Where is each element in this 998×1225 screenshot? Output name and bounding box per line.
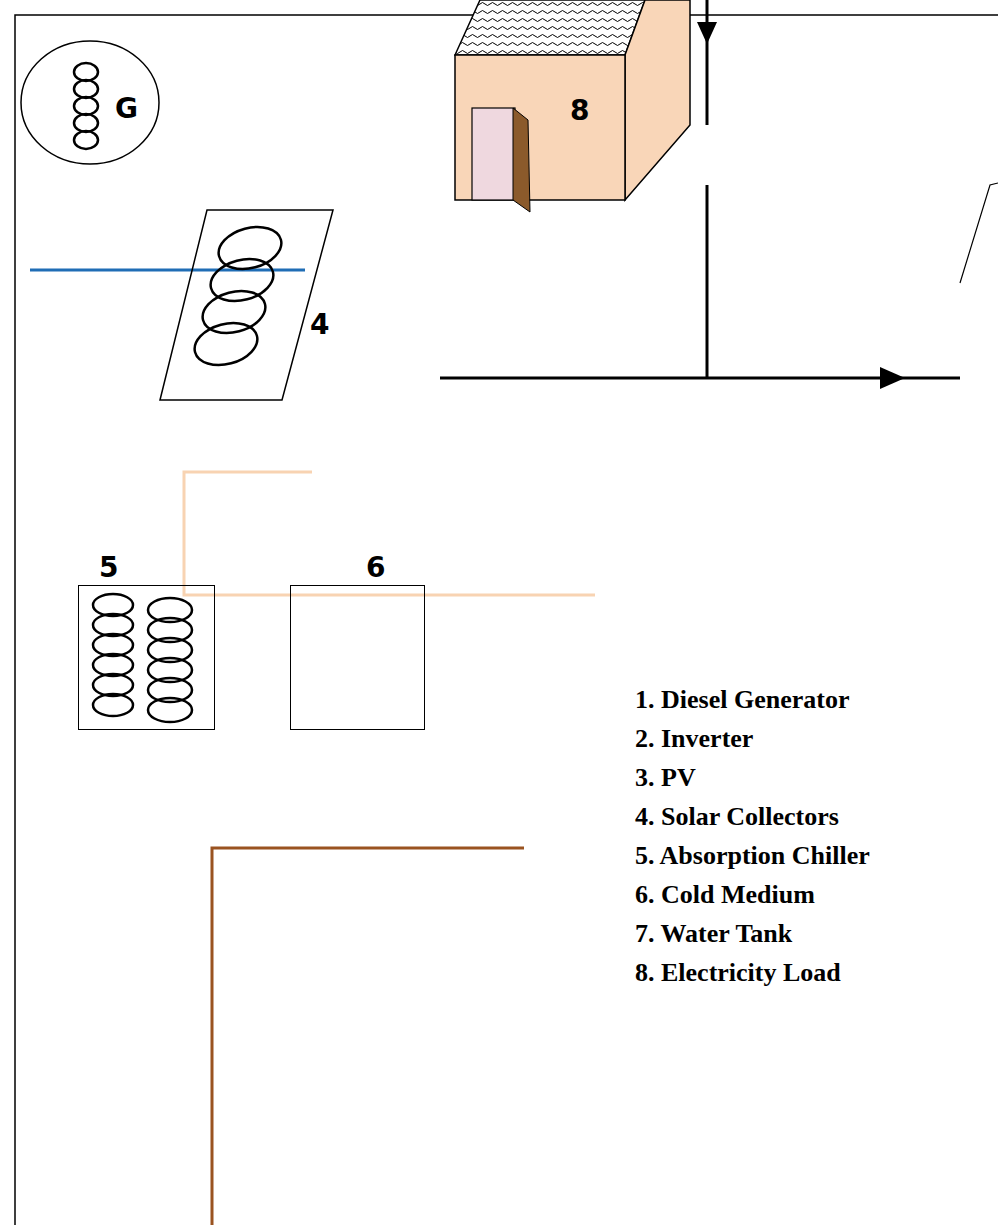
coil-loop: [148, 698, 192, 722]
coil-loop: [206, 252, 278, 307]
coil-loop: [214, 220, 286, 275]
house-side: [625, 0, 690, 200]
coil-loop: [74, 97, 98, 115]
house-roof: [455, 0, 645, 55]
callout-number: 5: [99, 554, 118, 582]
generator-circle: G: [20, 40, 160, 165]
open-door: [513, 108, 530, 212]
house-load: 8: [455, 55, 625, 200]
legend-list-item: 5. Absorption Chiller: [635, 840, 870, 871]
house-door: [472, 108, 515, 200]
frame-border: [15, 15, 998, 1225]
coil-loop: [190, 316, 262, 371]
house-illustration: [455, 0, 690, 212]
solar-collector: 4: [158, 208, 348, 403]
coil-loop: [74, 131, 98, 149]
callout-number: G: [115, 95, 138, 123]
coil-loop: [198, 284, 270, 339]
coil-loop: [93, 654, 133, 676]
legend-list-item: 4. Solar Collectors: [635, 801, 839, 832]
hot-water-pipe: [184, 472, 595, 595]
wire: [706, 0, 709, 125]
coil-loop: [93, 614, 133, 636]
parallelogram-outline: [160, 210, 333, 400]
pipe: [212, 848, 524, 1225]
coil-loop: [74, 114, 98, 132]
callout-number: 4: [310, 311, 329, 339]
circle-outline: [20, 40, 160, 165]
coil-loop: [74, 80, 98, 98]
legend-list-item: 1. Diesel Generator: [635, 684, 849, 715]
parallelogram-outline: [158, 208, 348, 403]
pv-edge: [960, 183, 998, 283]
legend-list-item: 3. PV: [635, 762, 696, 793]
legend-list-item: 2. Inverter: [635, 723, 753, 754]
chiller-box: 5: [78, 585, 215, 730]
arrow-head: [697, 22, 717, 44]
callout-number: 8: [570, 97, 589, 125]
callout-number: 6: [366, 554, 385, 582]
coil-loop: [93, 594, 133, 616]
coil-loop: [93, 694, 133, 716]
coil-loop: [93, 674, 133, 696]
circle-outline: [21, 41, 159, 164]
water-pipe: [30, 269, 305, 272]
coil-loop: [74, 63, 98, 81]
legend-list-item: 8. Electricity Load: [635, 957, 841, 988]
legend-list-item: 6. Cold Medium: [635, 879, 815, 910]
wire: [706, 185, 709, 378]
legend-list-item: 7. Water Tank: [635, 918, 792, 949]
cold-medium-box: 6: [290, 585, 425, 730]
arrow-head: [880, 367, 905, 389]
coil-loop: [93, 634, 133, 656]
house-front: [455, 55, 625, 200]
